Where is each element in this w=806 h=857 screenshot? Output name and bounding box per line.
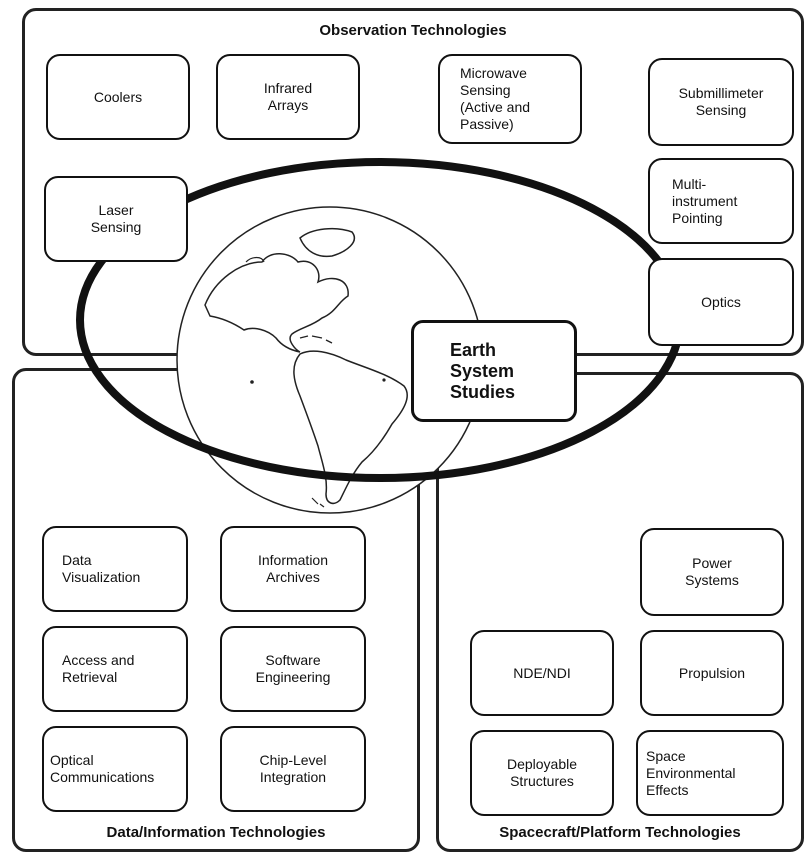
optics-box: Optics — [648, 258, 794, 346]
propulsion-box: Propulsion — [640, 630, 784, 716]
chip-level-integration-box: Chip-Level Integration — [220, 726, 366, 812]
space-environmental-effects-box: Space Environmental Effects — [636, 730, 784, 816]
earth-system-studies-box: Earth System Studies — [411, 320, 577, 422]
globe-icon — [176, 206, 484, 514]
submillimeter-sensing-box: Submillimeter Sensing — [648, 58, 794, 146]
coolers-box: Coolers — [46, 54, 190, 140]
microwave-sensing-box: Microwave Sensing (Active and Passive) — [438, 54, 582, 144]
data-panel-title: Data/Information Technologies — [106, 824, 326, 841]
infrared-arrays-box: Infrared Arrays — [216, 54, 360, 140]
deployable-structures-box: Deployable Structures — [470, 730, 614, 816]
nde-ndi-box: NDE/NDI — [470, 630, 614, 716]
multi-instrument-pointing-box: Multi- instrument Pointing — [648, 158, 794, 244]
access-retrieval-box: Access and Retrieval — [42, 626, 188, 712]
software-engineering-box: Software Engineering — [220, 626, 366, 712]
optical-communications-box: Optical Communications — [42, 726, 188, 812]
laser-sensing-box: Laser Sensing — [44, 176, 188, 262]
spacecraft-panel-title: Spacecraft/Platform Technologies — [499, 824, 741, 841]
power-systems-box: Power Systems — [640, 528, 784, 616]
information-archives-box: Information Archives — [220, 526, 366, 612]
observation-panel-title: Observation Technologies — [319, 22, 507, 39]
data-visualization-box: Data Visualization — [42, 526, 188, 612]
